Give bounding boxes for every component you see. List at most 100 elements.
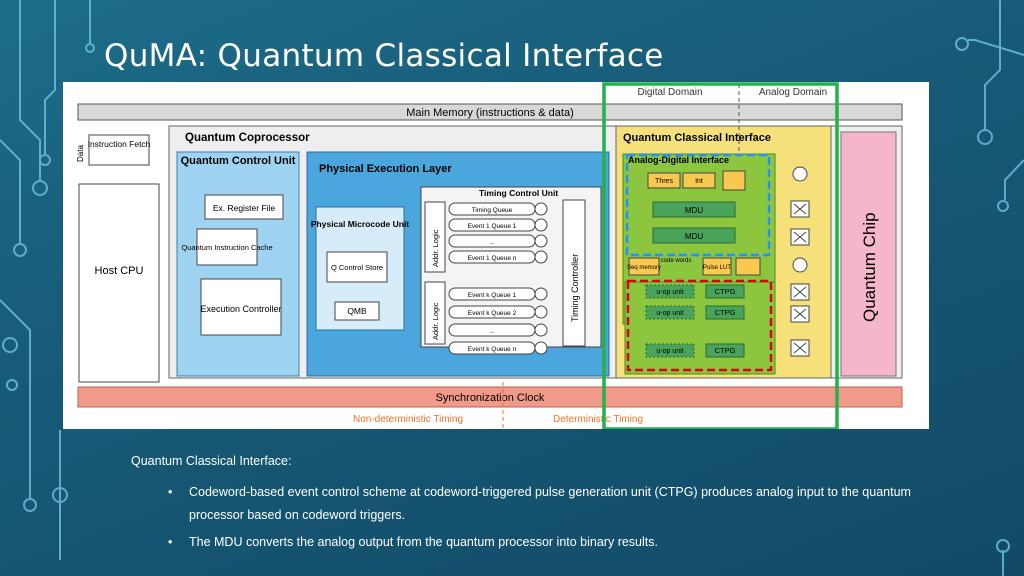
thres-box (647, 172, 681, 189)
qmb-box (334, 301, 380, 321)
addr-logic-upper (424, 201, 446, 273)
queue-end-icon (534, 341, 548, 355)
queue-label: ... (489, 239, 495, 246)
bullet-list: • Codeword-based event control scheme at … (168, 481, 928, 554)
mdu-label-1: MDU (685, 206, 703, 215)
uop-unit-box (645, 343, 695, 358)
uop-unit-label: u-op unit (656, 289, 683, 296)
mixer-cross (793, 308, 807, 320)
quantum-coprocessor-label: Quantum Coprocessor (185, 132, 310, 144)
digital-domain-label: Digital Domain (637, 87, 702, 98)
mixer-column (790, 166, 810, 357)
caption: Quantum Classical Interface: (131, 454, 292, 468)
ctpg-label: CTPG (715, 308, 736, 317)
bullet-item: •Codeword-based event control scheme at … (168, 481, 928, 527)
pulse-lut-box (702, 257, 732, 276)
data-label: Data (76, 145, 85, 162)
q-control-store-label: Q Control Store (331, 263, 383, 272)
ex-register-file-label: Ex. Register File (213, 203, 276, 213)
quantum-control-unit-label: Quantum Control Unit (181, 155, 296, 167)
ctpg-box (705, 305, 745, 320)
code-words-label: code words (661, 258, 692, 264)
synchronization-clock-label: Synchronization Clock (436, 392, 545, 404)
quantum-chip-label: Quantum Chip (860, 212, 879, 322)
queue-end-icon (534, 305, 548, 319)
oscillator-icon (792, 257, 808, 273)
queue-label: Timing Queue (472, 207, 513, 214)
pulse-lut-label: Pulse LUT (703, 265, 731, 271)
int-label: Int (695, 178, 703, 185)
host-cpu-label: Host CPU (95, 265, 144, 277)
quantum-instruction-cache-label: Quantum Instruction Cache (181, 243, 272, 252)
architecture-diagram: Main Memory (instructions & data) Digita… (63, 82, 929, 429)
mixer-cross (793, 203, 807, 215)
execution-controller-box (200, 278, 282, 336)
non-deterministic-timing-label: Non-deterministic Timing (353, 414, 463, 425)
queue-label: Event k Queue n (468, 346, 517, 353)
mixer-cross (793, 342, 807, 354)
uop-unit-box (645, 305, 695, 320)
queue-end-icon (534, 234, 548, 248)
execution-controller-label: Execution Controller (200, 304, 281, 314)
analog-digital-interface-dashed (625, 153, 771, 257)
ctpg-dashed-region (626, 279, 773, 372)
seq-memory-box (628, 257, 660, 276)
uop-unit-label: u-op unit (656, 348, 683, 355)
queue-end-icon (534, 323, 548, 337)
analog-domain-label: Analog Domain (759, 87, 827, 98)
uop-unit-label: u-op unit (656, 310, 683, 317)
seq-memory-label: Seq memory (627, 265, 661, 271)
addr-logic-lower (424, 281, 446, 345)
timing-control-unit-label: Timing Control Unit (479, 188, 558, 198)
mdu-label-2: MDU (685, 232, 703, 241)
ctpg-label: CTPG (715, 346, 736, 355)
instruction-fetch-box (88, 134, 150, 166)
queue-label: Event 1 Queue n (468, 255, 517, 262)
ctpg-label: CTPG (715, 287, 736, 296)
timing-controller-box (562, 199, 586, 347)
bullet-text: Codeword-based event control scheme at c… (189, 485, 911, 522)
queue-end-icon (534, 250, 548, 264)
queue-end-icon (534, 287, 548, 301)
timing-controller-label: Timing Controller (570, 254, 580, 322)
queue-label: Event k Queue 2 (468, 310, 517, 317)
queue-end-icon (534, 202, 548, 216)
qci-label: Quantum Classical Interface (623, 132, 771, 144)
mdu-box-1 (652, 201, 736, 218)
main-memory-bar (77, 103, 903, 121)
queue-label: ... (489, 328, 495, 335)
diagram-canvas: Main Memory (instructions & data) Digita… (76, 82, 903, 429)
slide-title: QuMA: Quantum Classical Interface (104, 38, 664, 74)
int-box (682, 172, 716, 189)
uop-unit-box (645, 284, 695, 299)
ctpg-box (705, 343, 745, 358)
dac-icon (735, 257, 761, 276)
queue-end-icon (534, 218, 548, 232)
oscillator-icon (792, 166, 808, 182)
ctpg-box (705, 284, 745, 299)
qci-highlight-frame (602, 82, 839, 429)
quantum-chip-box (840, 131, 897, 377)
thres-label: Thres (655, 178, 673, 185)
main-memory-label: Main Memory (instructions & data) (406, 107, 574, 119)
queue-label: Event 1 Queue 1 (468, 223, 517, 230)
analog-digital-interface-label: Analog-Digital Interface (628, 155, 729, 165)
instruction-fetch-label: Instruction Fetch (88, 139, 151, 149)
addr-logic-lower-label: Addr. Logic (431, 302, 440, 340)
bullet-dot: • (168, 535, 173, 549)
quantum-instruction-cache-box (196, 228, 258, 266)
bullet-item: • The MDU converts the analog output from… (168, 531, 928, 554)
physical-microcode-unit-label: Physical Microcode Unit (311, 219, 409, 229)
qmb-label: QMB (347, 306, 367, 316)
host-cpu-box (78, 183, 160, 383)
adc-icon (722, 170, 746, 191)
addr-logic-upper-label: Addr. Logic (431, 229, 440, 267)
mdu-box-2 (652, 227, 736, 244)
ex-register-file-box (204, 194, 284, 220)
bullet-text: The MDU converts the analog output from … (189, 535, 658, 549)
mixer-cross (793, 286, 807, 298)
q-control-store-box (326, 251, 388, 283)
